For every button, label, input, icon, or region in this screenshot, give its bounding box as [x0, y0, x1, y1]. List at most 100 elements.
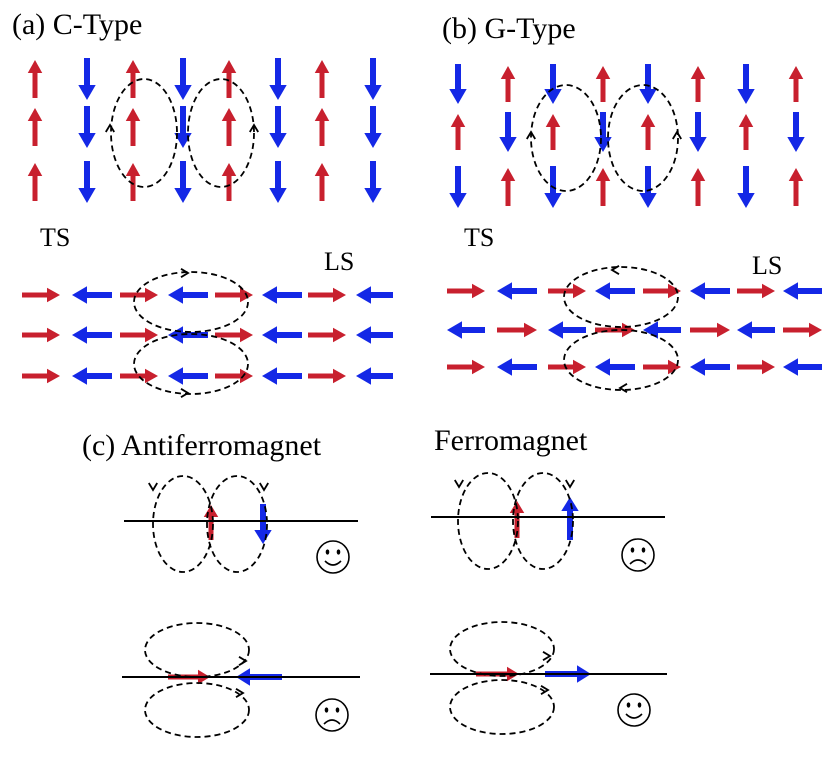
spin-a-ts-down-c5-r2	[269, 161, 287, 203]
spin-a-ts-down-c3-r2	[174, 161, 192, 203]
ts-label-b: TS	[464, 223, 494, 252]
spin-a-ts-down-c1-r0	[78, 58, 96, 100]
spin-b-ts-down-c7-r1	[787, 112, 805, 152]
face-afm-ls	[315, 698, 349, 732]
loop-a-ts-right	[187, 78, 259, 188]
spin-a-ts-up-c0-r1	[27, 108, 43, 146]
spin-a-ts-down-c7-r0	[364, 58, 382, 100]
spin-b-ls-left-c3-r2	[595, 358, 635, 376]
spin-b-ts-up-c7-r0	[788, 66, 804, 102]
spin-b-ts-down-c0-r2	[449, 166, 467, 208]
spin-a-ts-up-c4-r0	[221, 60, 237, 98]
spin-b-ls-right-c7-r1	[783, 322, 822, 338]
spin-a-ls-left-c1-r1	[72, 326, 112, 344]
spin-a-ls-right-c2-r0	[120, 287, 158, 303]
spin-b-ts-up-c5-r2	[690, 168, 706, 206]
spin-a-ts-up-c0-r2	[27, 163, 43, 201]
loop-fm-ts-right	[512, 472, 575, 570]
spin-b-ts-down-c4-r2	[639, 166, 657, 208]
spin-b-ls-right-c0-r2	[447, 359, 485, 375]
face-fm-ls	[617, 693, 651, 727]
loop-fm-ls-bottom	[449, 679, 555, 735]
panel-a-title: (a) C-Type	[12, 8, 142, 41]
loop-b-ls-bottom	[563, 329, 679, 393]
spin-b-ts-up-c5-r0	[690, 66, 706, 102]
spin-a-ts-up-c4-r2	[221, 163, 237, 201]
spin-a-ts-up-c2-r2	[125, 163, 141, 201]
panel-b-title: (b) G-Type	[442, 12, 576, 45]
face-afm-ts	[316, 540, 350, 574]
spin-fm-ts-up-2	[561, 497, 579, 540]
ferromagnet-title: Ferromagnet	[434, 424, 588, 457]
ls-label-b: LS	[752, 251, 782, 280]
spin-a-ls-right-c0-r1	[22, 327, 60, 343]
loop-a-ls-bottom	[133, 333, 249, 398]
spin-b-ls-left-c0-r1	[447, 321, 485, 339]
spin-b-ls-right-c4-r2	[643, 359, 681, 375]
spin-a-ls-left-c5-r1	[262, 326, 302, 344]
spin-b-ts-down-c6-r0	[737, 64, 755, 104]
spin-a-ts-down-c7-r2	[364, 161, 382, 203]
spin-b-ts-up-c3-r2	[595, 168, 611, 206]
spin-b-ls-left-c5-r2	[690, 358, 730, 376]
spin-a-ls-right-c2-r2	[120, 368, 158, 384]
spin-b-ts-down-c2-r0	[544, 64, 562, 104]
loop-afm-ls-top	[144, 622, 250, 678]
spin-b-ts-up-c1-r2	[500, 168, 516, 206]
spin-b-ts-down-c5-r1	[689, 112, 707, 152]
spin-b-ts-down-c4-r0	[639, 64, 657, 104]
spin-b-ls-left-c4-r1	[643, 321, 681, 339]
loop-a-ls-top	[133, 268, 249, 333]
loop-a-ts-left	[105, 78, 178, 188]
spin-b-ts-down-c1-r1	[499, 112, 517, 152]
spin-a-ls-right-c6-r2	[308, 368, 346, 384]
spin-b-ls-right-c5-r1	[690, 322, 730, 338]
spin-a-ls-left-c1-r2	[72, 367, 112, 385]
spin-a-ls-left-c3-r0	[168, 286, 208, 304]
loop-b-ls-top	[563, 265, 679, 328]
spin-b-ls-left-c1-r2	[497, 358, 537, 376]
loop-fm-ls-top	[449, 621, 555, 677]
spin-b-ls-left-c2-r1	[548, 321, 586, 339]
spin-b-ts-down-c2-r2	[544, 166, 562, 208]
spin-b-ls-left-c1-r0	[497, 282, 537, 300]
spin-a-ls-right-c2-r1	[120, 327, 158, 343]
spin-a-ts-down-c1-r2	[78, 161, 96, 203]
spin-b-ts-up-c2-r1	[545, 114, 561, 150]
spin-b-ls-right-c6-r2	[737, 359, 775, 375]
spin-b-ts-down-c3-r1	[594, 112, 612, 152]
loop-afm-ts-left	[148, 475, 214, 573]
loop-afm-ls-bottom	[144, 682, 250, 738]
spin-a-ts-down-c5-r1	[269, 106, 287, 148]
loop-fm-ts-left	[454, 472, 519, 570]
spin-a-ls-right-c0-r0	[22, 287, 60, 303]
spin-b-ts-up-c6-r1	[738, 114, 754, 150]
spin-a-ls-left-c7-r2	[356, 367, 393, 385]
spin-b-ls-right-c0-r0	[447, 283, 485, 299]
smiley-faces	[315, 538, 655, 732]
spin-b-ls-right-c6-r0	[737, 283, 775, 299]
spin-a-ls-left-c5-r0	[262, 286, 302, 304]
spin-b-ls-left-c7-r0	[783, 282, 822, 300]
panel-c-title: (c) Antiferromagnet	[82, 429, 322, 462]
spin-a-ts-up-c2-r1	[125, 108, 141, 146]
spin-a-ls-left-c5-r2	[262, 367, 302, 385]
spin-a-ts-down-c3-r0	[174, 58, 192, 100]
spin-b-ls-right-c1-r1	[497, 322, 537, 338]
spin-a-ls-left-c1-r0	[72, 286, 112, 304]
spin-a-ts-down-c1-r1	[78, 106, 96, 148]
spin-b-ls-right-c2-r2	[548, 359, 586, 375]
spin-a-ls-right-c4-r1	[215, 327, 253, 343]
face-fm-ts	[621, 538, 655, 572]
spin-b-ts-up-c7-r2	[788, 168, 804, 206]
spin-b-ts-down-c0-r0	[449, 64, 467, 104]
spin-a-ts-down-c5-r0	[269, 58, 287, 100]
spin-a-ls-left-c7-r0	[356, 286, 393, 304]
spin-b-ts-up-c4-r1	[640, 114, 656, 150]
ls-label-a: LS	[324, 247, 354, 276]
spin-b-ts-up-c1-r0	[500, 66, 516, 102]
spin-a-ls-right-c6-r0	[308, 287, 346, 303]
spin-b-ls-right-c2-r0	[548, 283, 586, 299]
spin-a-ts-down-c7-r1	[364, 106, 382, 148]
